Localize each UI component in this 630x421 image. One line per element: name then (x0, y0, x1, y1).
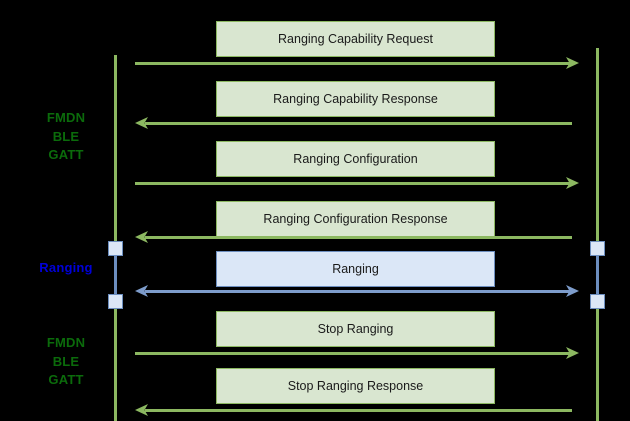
message-box-ranging-capability-request: Ranging Capability Request (216, 21, 495, 57)
message-box-stop-ranging: Stop Ranging (216, 311, 495, 347)
message-arrow-ranging-configuration (135, 182, 572, 185)
arrow-head-left-7 (134, 402, 148, 418)
activation-bar-right (596, 248, 599, 301)
arrow-head-left-2 (134, 115, 148, 131)
arrow-head-right-3 (566, 175, 580, 191)
message-box-stop-ranging-response: Stop Ranging Response (216, 368, 495, 404)
arrow-head-left-5 (134, 283, 148, 299)
message-box-ranging-configuration: Ranging Configuration (216, 141, 495, 177)
activation-bar-left (114, 248, 117, 301)
message-arrow-ranging (145, 290, 572, 293)
lifeline-right (596, 48, 599, 421)
message-arrow-ranging-capability-request (135, 62, 572, 65)
phase-label-fmdn-ble-gatt-top: FMDN BLE GATT (46, 110, 86, 162)
phase-label-ranging: Ranging (39, 260, 93, 275)
arrow-head-right-1 (566, 55, 580, 71)
lifeline-left (114, 55, 117, 421)
message-box-ranging-configuration-response: Ranging Configuration Response (216, 201, 495, 237)
arrow-head-right-6 (566, 345, 580, 361)
message-box-ranging: Ranging (216, 251, 495, 287)
phase-label-fmdn-ble-gatt-bottom: FMDN BLE GATT (46, 335, 86, 387)
message-arrow-ranging-configuration-response (145, 236, 572, 239)
arrow-head-right-5 (566, 283, 580, 299)
activation-right-bottom (590, 294, 605, 309)
arrow-head-left-4 (134, 229, 148, 245)
message-box-ranging-capability-response: Ranging Capability Response (216, 81, 495, 117)
activation-right-top (590, 241, 605, 256)
message-arrow-stop-ranging-response (145, 409, 572, 412)
activation-left-bottom (108, 294, 123, 309)
activation-left-top (108, 241, 123, 256)
message-arrow-ranging-capability-response (145, 122, 572, 125)
message-arrow-stop-ranging (135, 352, 572, 355)
